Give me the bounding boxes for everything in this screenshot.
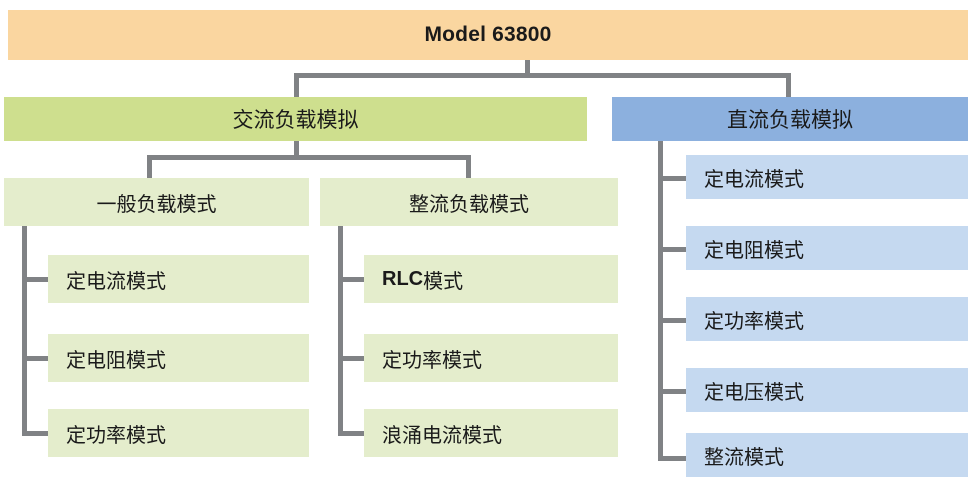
connector-ac-stem: [294, 141, 299, 157]
node-dc-branch: 直流负载模拟: [612, 97, 968, 141]
node-ac-general-item-0-label: 定电流模式: [66, 270, 166, 293]
connector-general-item-1: [22, 356, 48, 361]
node-ac-general-item-2: 定功率模式: [48, 409, 309, 457]
node-ac-rectifier-item-1-label: 定功率模式: [382, 349, 482, 372]
node-ac-rectifier-item-0: RLC 模式: [364, 255, 618, 303]
connector-root-stem: [525, 60, 530, 78]
node-dc-item-1: 定电阻模式: [686, 226, 968, 270]
connector-dc-item-0: [658, 176, 686, 181]
node-dc-item-2: 定功率模式: [686, 297, 968, 341]
node-dc-item-0-label: 定电流模式: [704, 168, 804, 191]
node-root-model: Model 63800: [8, 10, 968, 60]
node-ac-general-item-1-label: 定电阻模式: [66, 349, 166, 372]
node-ac-rectifier-item-0-label-bold: RLC: [382, 267, 424, 290]
node-dc-item-0: 定电流模式: [686, 155, 968, 199]
connector-general-item-0: [22, 277, 48, 282]
connector-general-spine: [22, 226, 27, 436]
connector-root-to-ac: [294, 73, 299, 98]
node-ac-group-rectifier: 整流负载模式: [320, 178, 618, 226]
node-dc-item-4: 整流模式: [686, 433, 968, 477]
node-root-label: Model 63800: [424, 23, 552, 46]
node-ac-branch: 交流负载模拟: [4, 97, 587, 141]
node-dc-item-3: 定电压模式: [686, 368, 968, 412]
connector-rectifier-item-0: [338, 277, 364, 282]
connector-rectifier-item-1: [338, 356, 364, 361]
node-dc-item-3-label: 定电压模式: [704, 381, 804, 404]
connector-ac-to-general: [147, 155, 152, 179]
connector-root-to-dc: [786, 73, 791, 98]
node-ac-general-item-1: 定电阻模式: [48, 334, 309, 382]
node-dc-branch-label: 直流负载模拟: [727, 109, 853, 132]
node-dc-item-4-label: 整流模式: [704, 446, 784, 469]
node-ac-group-general-label: 一般负载模式: [96, 193, 217, 216]
connector-general-item-2: [22, 431, 48, 436]
connector-rectifier-item-2: [338, 431, 364, 436]
connector-dc-item-3: [658, 389, 686, 394]
node-ac-rectifier-item-2: 浪涌电流模式: [364, 409, 618, 457]
node-ac-general-item-2-label: 定功率模式: [66, 424, 166, 447]
connector-dc-item-4: [658, 456, 686, 461]
node-ac-group-general: 一般负载模式: [4, 178, 309, 226]
node-ac-group-rectifier-label: 整流负载模式: [409, 193, 529, 216]
connector-dc-item-2: [658, 318, 686, 323]
node-ac-rectifier-item-1: 定功率模式: [364, 334, 618, 382]
connector-root-bus: [294, 73, 791, 78]
connector-dc-spine: [658, 141, 663, 461]
node-ac-branch-label: 交流负载模拟: [232, 109, 359, 132]
connector-ac-to-rectifier: [466, 155, 471, 179]
node-dc-item-1-label: 定电阻模式: [704, 239, 804, 262]
node-dc-item-2-label: 定功率模式: [704, 310, 804, 333]
node-ac-general-item-0: 定电流模式: [48, 255, 309, 303]
connector-dc-item-1: [658, 247, 686, 252]
node-ac-rectifier-item-0-label-rest: 模式: [423, 270, 464, 293]
connector-ac-bus: [147, 155, 471, 160]
node-ac-rectifier-item-2-label: 浪涌电流模式: [382, 424, 502, 447]
connector-rectifier-spine: [338, 226, 343, 436]
